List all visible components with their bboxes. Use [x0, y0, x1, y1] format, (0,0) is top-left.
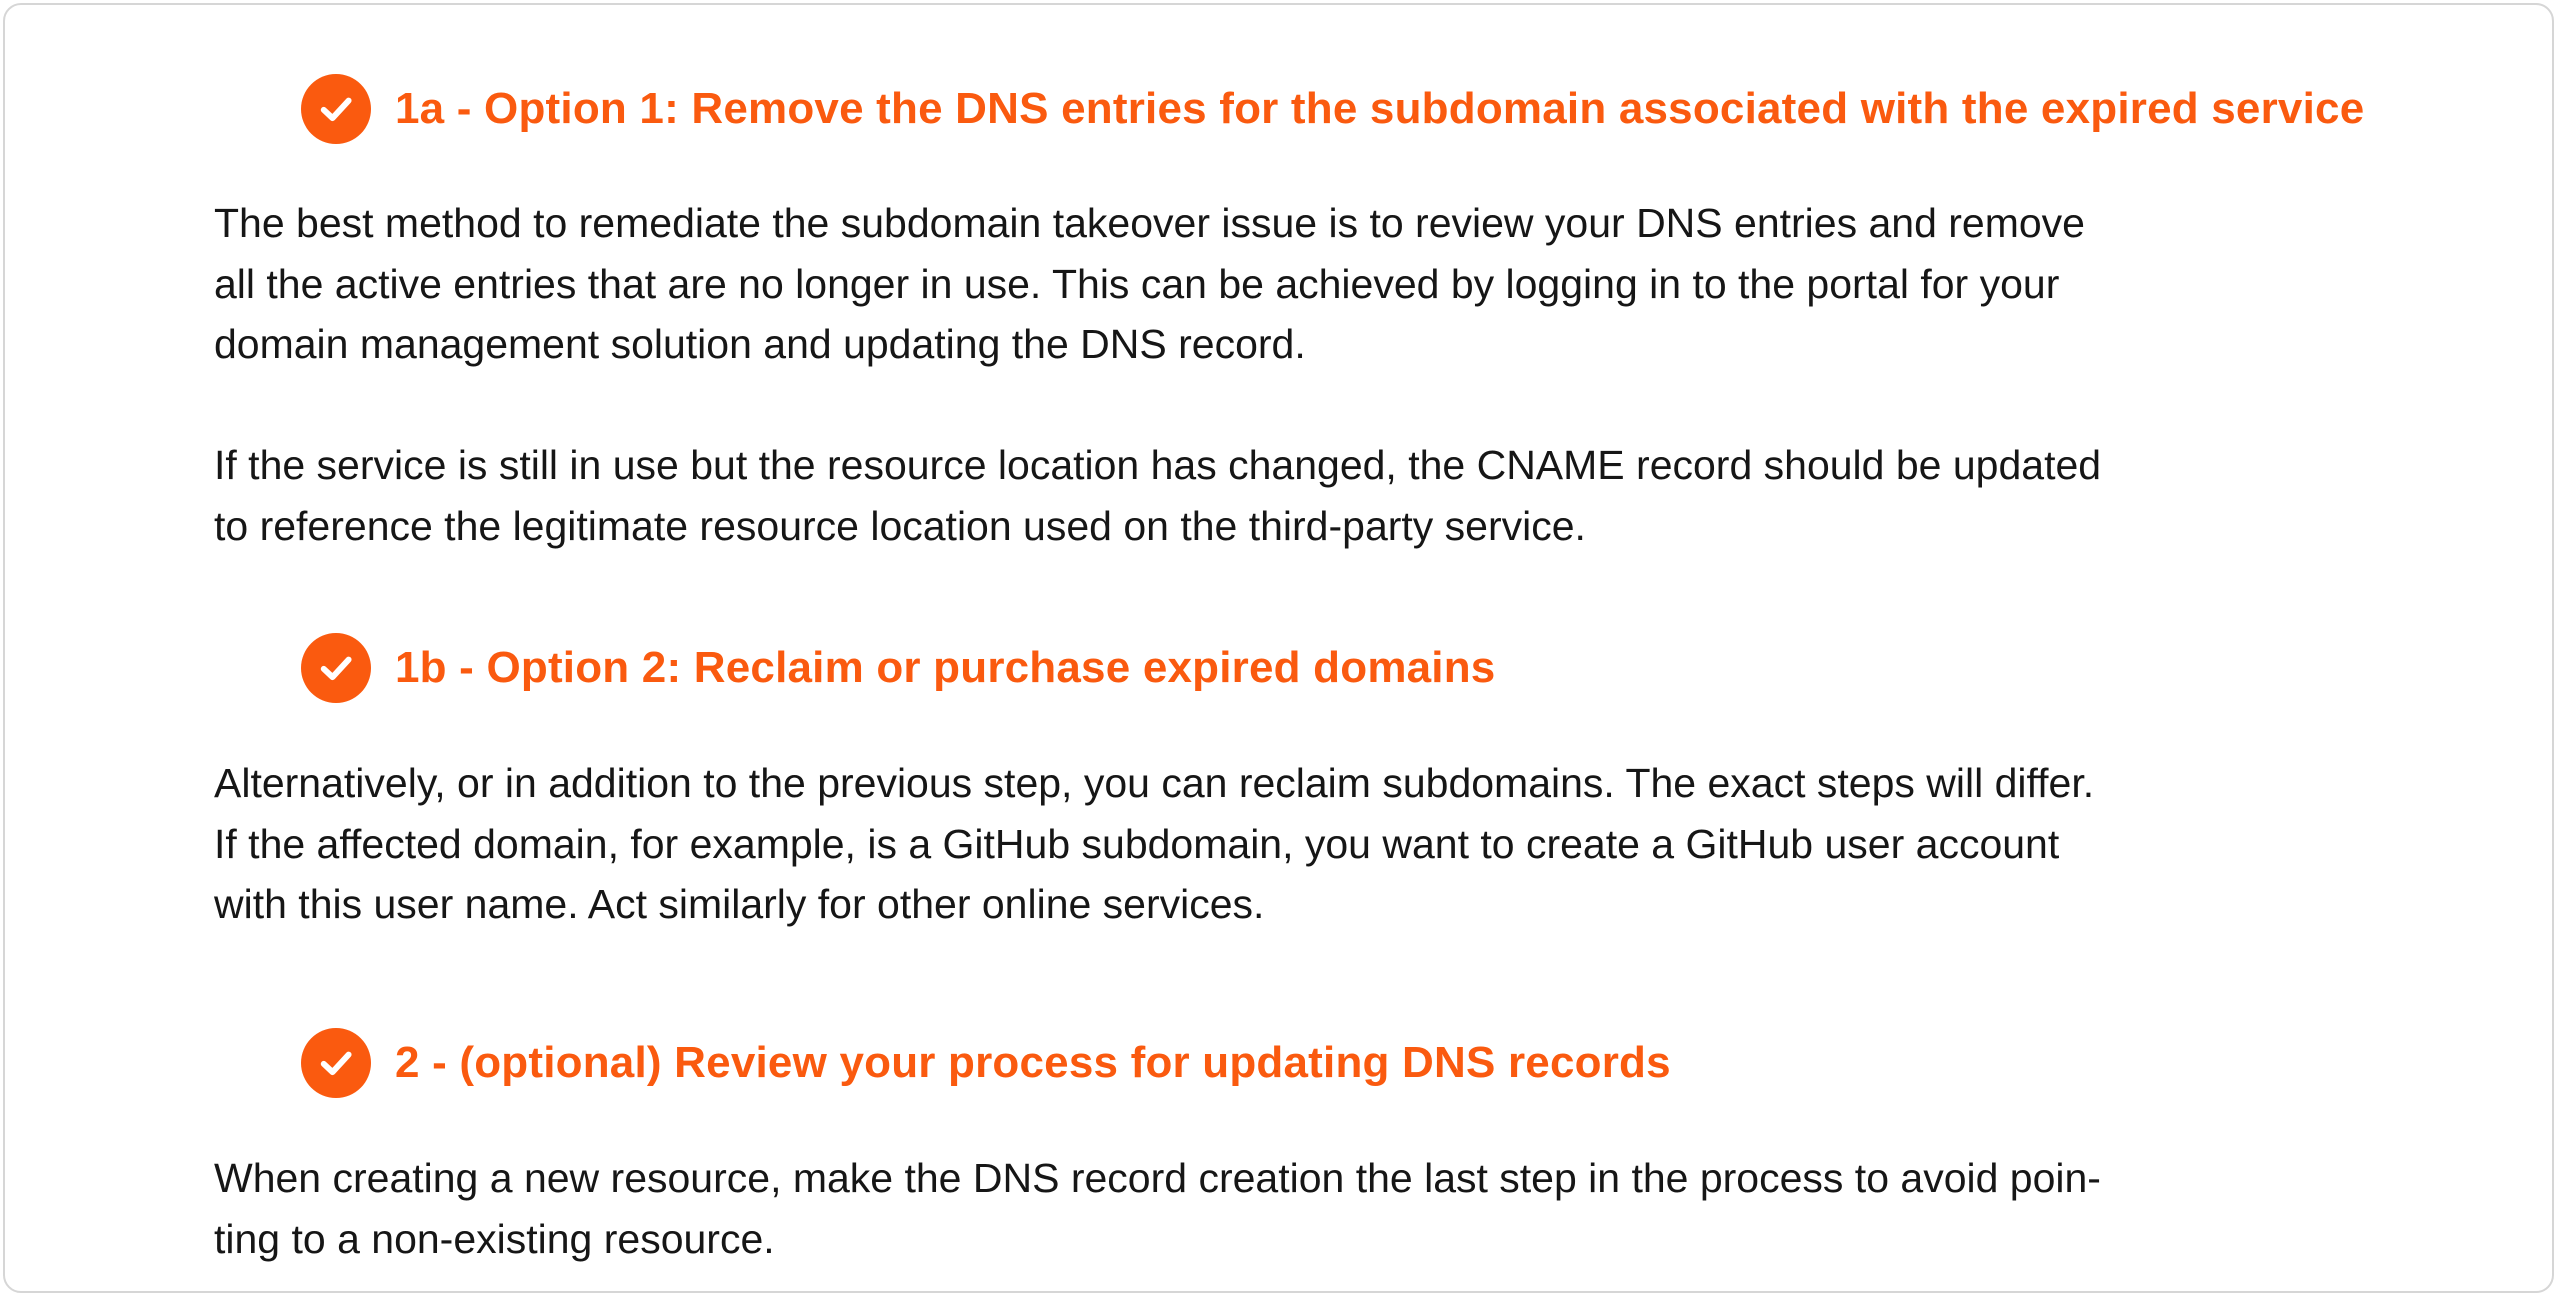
- paragraph-line: to reference the legitimate resource loc…: [214, 502, 1586, 549]
- section-title: 2 - (optional) Review your process for u…: [395, 1038, 1671, 1087]
- section-heading-option-1: 1a - Option 1: Remove the DNS entries fo…: [301, 73, 2364, 145]
- section-heading-option-2: 1b - Option 2: Reclaim or purchase expir…: [301, 632, 1495, 704]
- paragraph-line: The best method to remediate the subdoma…: [214, 200, 2085, 246]
- remediation-card: 1a - Option 1: Remove the DNS entries fo…: [3, 3, 2554, 1293]
- paragraph-line: If the affected domain, for example, is …: [214, 820, 2060, 867]
- section-title: 1b - Option 2: Reclaim or purchase expir…: [395, 643, 1496, 692]
- check-circle-icon: [301, 74, 371, 144]
- paragraph-line: with this user name. Act similarly for o…: [214, 881, 1265, 927]
- check-circle-icon: [301, 1028, 371, 1098]
- section-body-option-1: The best method to remediate the subdoma…: [214, 193, 2364, 556]
- paragraph-line: When creating a new resource, make the D…: [214, 1155, 2101, 1201]
- paragraph-line: If the service is still in use but the r…: [214, 442, 2102, 488]
- section-title: 1a - Option 1: Remove the DNS entries fo…: [395, 84, 2365, 133]
- paragraph-line: all the active entries that are no longe…: [214, 260, 2060, 307]
- paragraph-line: domain management solution and updating …: [214, 321, 1306, 367]
- check-circle-icon: [301, 633, 371, 703]
- section-body-review-process: When creating a new resource, make the D…: [214, 1148, 2364, 1269]
- paragraph-line: Alternatively, or in addition to the pre…: [214, 760, 2095, 806]
- section-body-option-2: Alternatively, or in addition to the pre…: [214, 753, 2364, 935]
- paragraph-line: ting to a non-existing resource.: [214, 1215, 775, 1262]
- section-heading-review-process: 2 - (optional) Review your process for u…: [301, 1027, 1671, 1099]
